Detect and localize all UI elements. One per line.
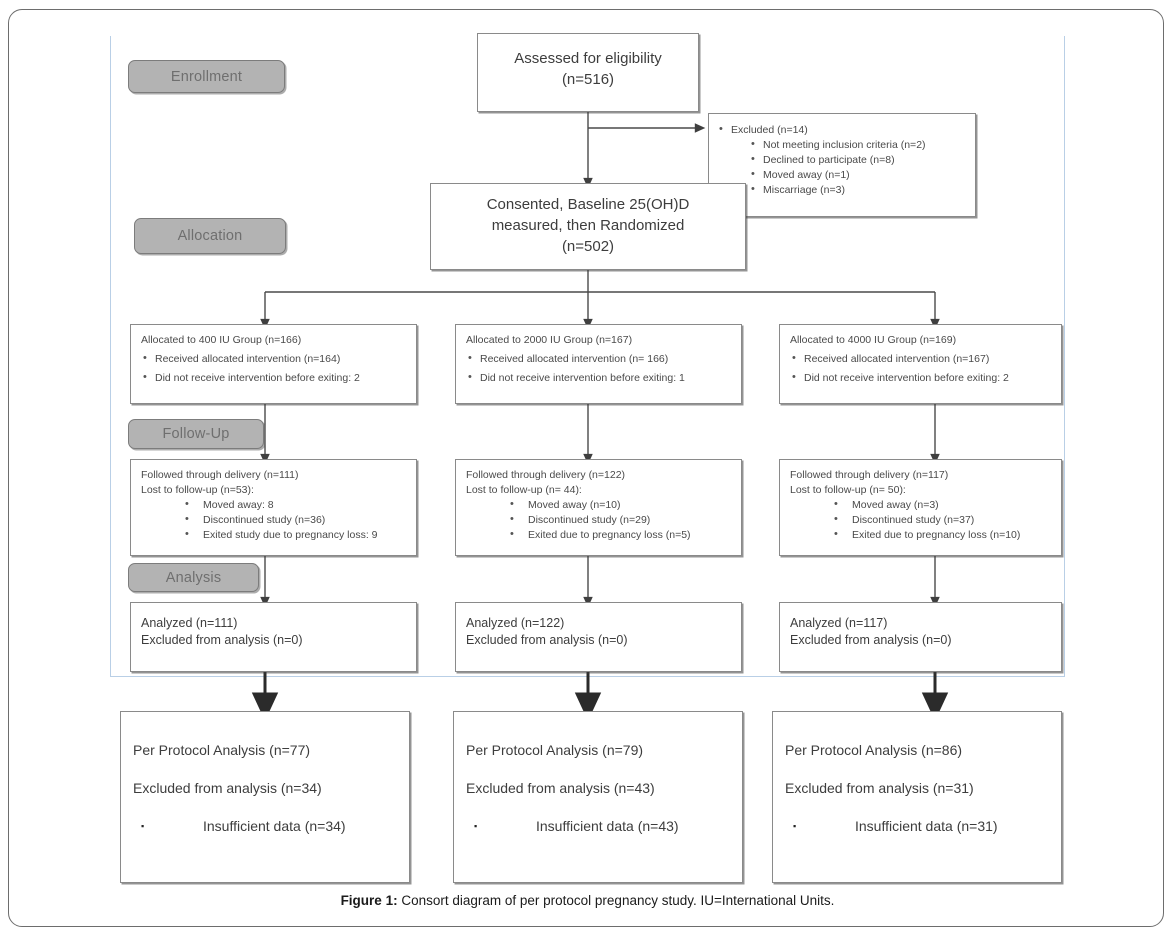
allocation-item: Did not receive intervention before exit… [141, 370, 406, 386]
consented-line1: Consented, Baseline 25(OH)D [486, 196, 690, 213]
stage-label-followup: Follow-Up [162, 426, 230, 442]
followup-item: Moved away: 8 [141, 497, 406, 513]
box-analysis-2000iu: Analyzed (n=122) Excluded from analysis … [455, 602, 742, 672]
excluded-reason: Not meeting inclusion criteria (n=2) [749, 137, 967, 153]
stage-pill-followup: Follow-Up [128, 419, 264, 449]
followup-item: Moved away (n=3) [790, 497, 1051, 513]
consented-line2: measured, then Randomized [491, 217, 685, 234]
followup-items: Moved away (n=10) Discontinued study (n=… [466, 497, 731, 543]
followup-line1: Followed through delivery (n=117) [790, 469, 949, 481]
followup-line1: Followed through delivery (n=122) [466, 469, 626, 481]
analysis-line2: Excluded from analysis (n=0) [466, 633, 628, 647]
followup-line2: Lost to follow-up (n= 50): [790, 484, 906, 496]
stage-label-enrollment: Enrollment [170, 68, 243, 85]
box-followup-400iu: Followed through delivery (n=111) Lost t… [130, 459, 417, 556]
per-protocol-bullet: Insufficient data (n=43) [466, 816, 730, 836]
consented-line3: (n=502) [561, 238, 615, 255]
figure-caption: Figure 1: Consort diagram of per protoco… [0, 893, 1175, 908]
box-allocation-400iu: Allocated to 400 IU Group (n=166) Receiv… [130, 324, 417, 404]
analysis-line1: Analyzed (n=122) [466, 616, 565, 630]
box-per-protocol-2000iu: Per Protocol Analysis (n=79) Excluded fr… [453, 711, 743, 883]
assessed-line1: Assessed for eligibility [514, 50, 662, 67]
allocation-header: Allocated to 400 IU Group (n=166) [141, 334, 302, 346]
allocation-item: Received allocated intervention (n=167) [790, 351, 1051, 367]
per-protocol-bullet: Insufficient data (n=34) [133, 816, 397, 836]
box-excluded: Excluded (n=14) Not meeting inclusion cr… [708, 113, 976, 217]
allocation-header: Allocated to 4000 IU Group (n=169) [790, 334, 957, 346]
stage-label-allocation: Allocation [177, 228, 243, 244]
followup-items: Moved away (n=3) Discontinued study (n=3… [790, 497, 1051, 543]
box-allocation-2000iu: Allocated to 2000 IU Group (n=167) Recei… [455, 324, 742, 404]
per-protocol-line2: Excluded from analysis (n=34) [133, 780, 322, 796]
followup-item: Exited due to pregnancy loss (n=5) [466, 527, 731, 543]
stage-pill-analysis: Analysis [128, 563, 259, 592]
followup-item: Exited due to pregnancy loss (n=10) [790, 527, 1051, 543]
analysis-line2: Excluded from analysis (n=0) [790, 633, 952, 647]
followup-item: Discontinued study (n=36) [141, 512, 406, 528]
assessed-line2: (n=516) [561, 71, 615, 88]
allocation-item: Received allocated intervention (n= 166) [466, 351, 731, 367]
followup-item: Moved away (n=10) [466, 497, 731, 513]
followup-item: Discontinued study (n=29) [466, 512, 731, 528]
excluded-list: Excluded (n=14) Not meeting inclusion cr… [717, 122, 967, 198]
allocation-items: Received allocated intervention (n=167) … [790, 351, 1051, 386]
per-protocol-line2: Excluded from analysis (n=31) [785, 780, 974, 796]
box-consented-randomized: Consented, Baseline 25(OH)D measured, th… [430, 183, 746, 270]
excluded-reason: Miscarriage (n=3) [749, 182, 967, 198]
followup-items: Moved away: 8 Discontinued study (n=36) … [141, 497, 406, 543]
allocation-item: Received allocated intervention (n=164) [141, 351, 406, 367]
followup-line2: Lost to follow-up (n=53): [141, 484, 254, 496]
followup-item: Exited study due to pregnancy loss: 9 [141, 527, 406, 543]
excluded-reason: Declined to participate (n=8) [749, 152, 967, 168]
excluded-reason: Moved away (n=1) [749, 167, 967, 183]
allocation-header: Allocated to 2000 IU Group (n=167) [466, 334, 633, 346]
box-analysis-4000iu: Analyzed (n=117) Excluded from analysis … [779, 602, 1062, 672]
per-protocol-line1: Per Protocol Analysis (n=77) [133, 742, 311, 758]
per-protocol-line2: Excluded from analysis (n=43) [466, 780, 655, 796]
analysis-line1: Analyzed (n=111) [141, 616, 238, 630]
stage-pill-allocation: Allocation [134, 218, 286, 254]
box-assessed-for-eligibility: Assessed for eligibility (n=516) [477, 33, 699, 112]
per-protocol-bullet: Insufficient data (n=31) [785, 816, 1049, 836]
excluded-header: Excluded (n=14) Not meeting inclusion cr… [717, 122, 967, 198]
analysis-line2: Excluded from analysis (n=0) [141, 633, 303, 647]
page-frame [8, 9, 1164, 927]
stage-label-analysis: Analysis [165, 569, 222, 586]
analysis-line1: Analyzed (n=117) [790, 616, 888, 630]
excluded-reasons: Not meeting inclusion criteria (n=2) Dec… [749, 137, 967, 198]
allocation-item: Did not receive intervention before exit… [466, 370, 731, 386]
followup-item: Discontinued study (n=37) [790, 512, 1051, 528]
blue-rule-left [110, 36, 111, 676]
box-per-protocol-4000iu: Per Protocol Analysis (n=86) Excluded fr… [772, 711, 1062, 883]
allocation-items: Received allocated intervention (n=164) … [141, 351, 406, 386]
allocation-items: Received allocated intervention (n= 166)… [466, 351, 731, 386]
box-followup-2000iu: Followed through delivery (n=122) Lost t… [455, 459, 742, 556]
box-per-protocol-400iu: Per Protocol Analysis (n=77) Excluded fr… [120, 711, 410, 883]
box-followup-4000iu: Followed through delivery (n=117) Lost t… [779, 459, 1062, 556]
allocation-item: Did not receive intervention before exit… [790, 370, 1051, 386]
box-allocation-4000iu: Allocated to 4000 IU Group (n=169) Recei… [779, 324, 1062, 404]
stage-pill-enrollment: Enrollment [128, 60, 285, 93]
followup-line1: Followed through delivery (n=111) [141, 469, 299, 481]
per-protocol-line1: Per Protocol Analysis (n=79) [466, 742, 644, 758]
blue-rule-right [1064, 36, 1065, 676]
per-protocol-line1: Per Protocol Analysis (n=86) [785, 742, 963, 758]
box-analysis-400iu: Analyzed (n=111) Excluded from analysis … [130, 602, 417, 672]
figure-caption-text: Consort diagram of per protocol pregnanc… [397, 893, 835, 908]
followup-line2: Lost to follow-up (n= 44): [466, 484, 582, 496]
figure-caption-label: Figure 1: [340, 893, 398, 908]
